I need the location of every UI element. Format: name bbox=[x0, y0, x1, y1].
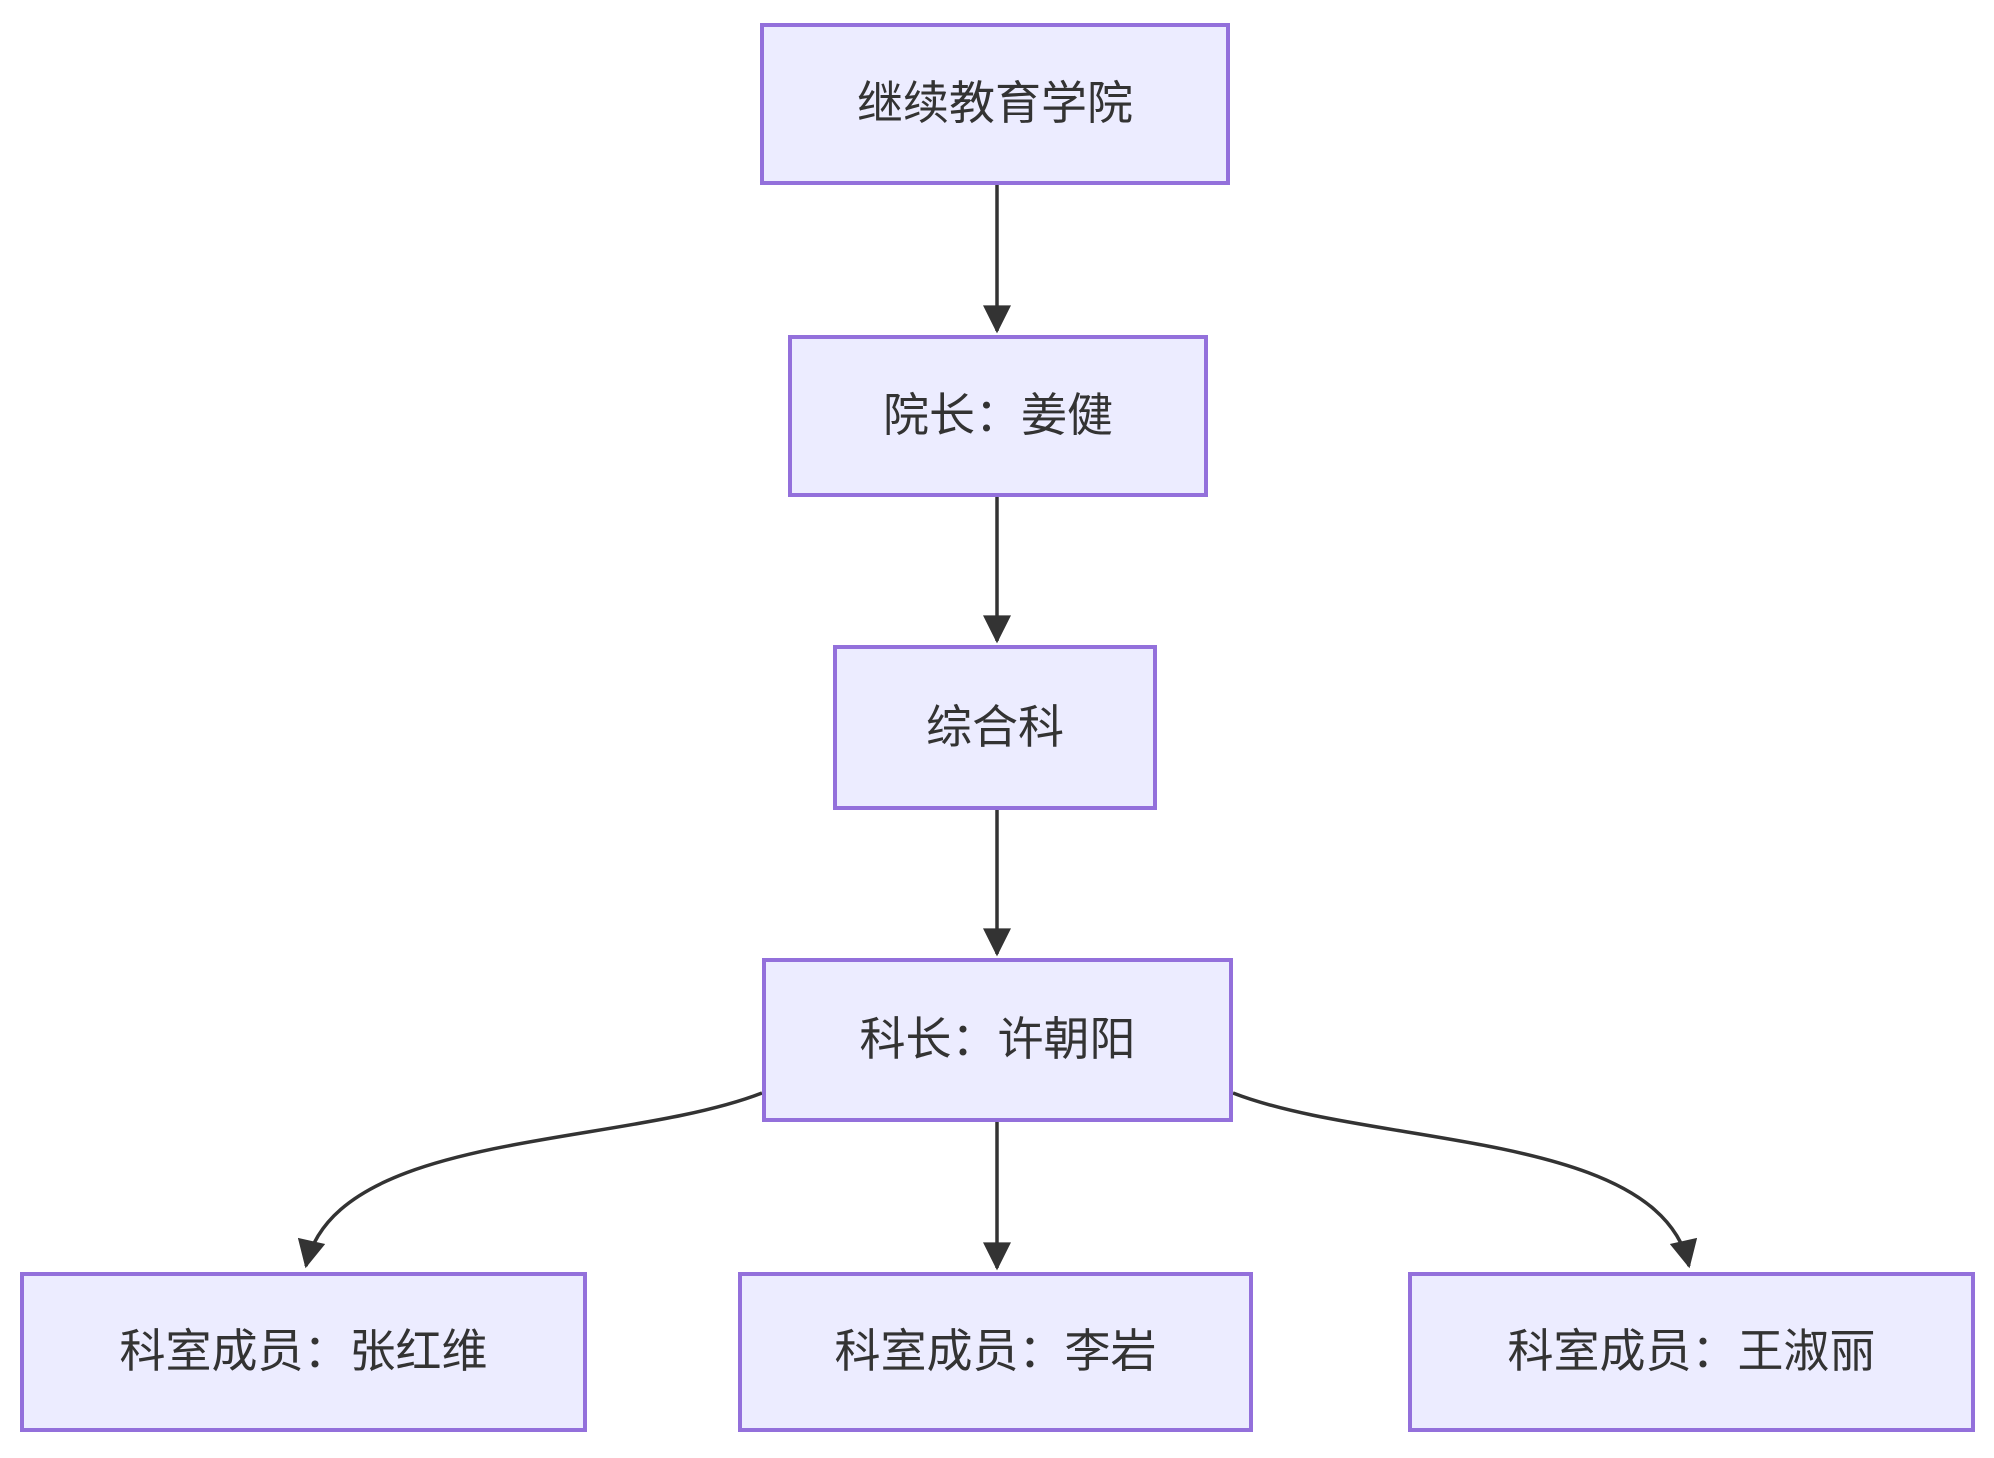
node-member-li-yan: 科室成员：李岩 bbox=[738, 1272, 1253, 1432]
node-member-wang-shuli-label: 科室成员：王淑丽 bbox=[1507, 1325, 1876, 1378]
node-college-label: 继续教育学院 bbox=[857, 77, 1133, 130]
edge-chief-member3 bbox=[1232, 1091, 1698, 1269]
node-member-wang-shuli: 科室成员：王淑丽 bbox=[1408, 1272, 1975, 1432]
node-section-chief: 科长：许朝阳 bbox=[762, 958, 1233, 1122]
node-general-office: 综合科 bbox=[833, 645, 1157, 810]
node-section-chief-label: 科长：许朝阳 bbox=[859, 1013, 1136, 1066]
edge-chief-member1 bbox=[297, 1091, 763, 1269]
node-member-zhang-hongwei: 科室成员：张红维 bbox=[20, 1272, 587, 1432]
node-general-office-label: 综合科 bbox=[926, 700, 1064, 753]
node-member-li-yan-label: 科室成员：李岩 bbox=[834, 1325, 1157, 1378]
node-member-zhang-hongwei-label: 科室成员：张红维 bbox=[119, 1325, 488, 1378]
node-dean: 院长：姜健 bbox=[788, 335, 1208, 497]
node-college: 继续教育学院 bbox=[760, 23, 1230, 185]
node-dean-label: 院长：姜健 bbox=[883, 389, 1113, 442]
